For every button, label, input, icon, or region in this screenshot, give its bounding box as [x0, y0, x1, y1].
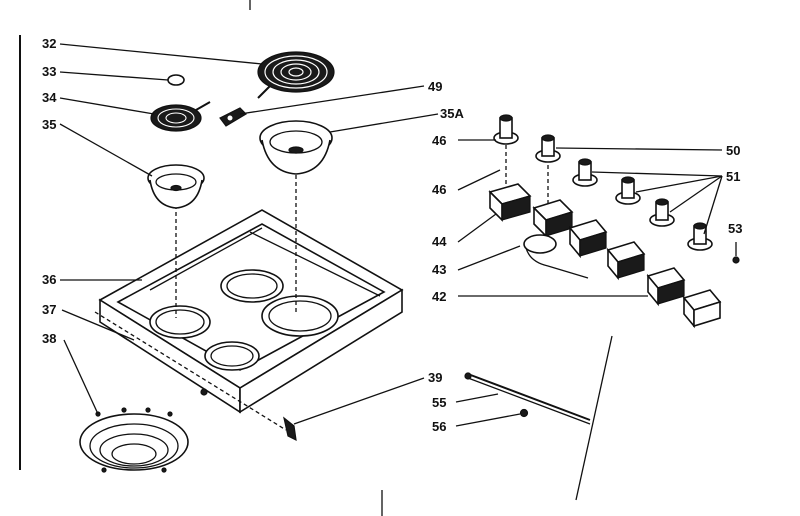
cooktop-frame	[98, 209, 404, 414]
callout-labels: 32 33 34 35 36 37 38 49 35A 46 46 44 43 …	[42, 36, 742, 434]
callout-44: 44	[432, 234, 447, 249]
control-switch-knob-5	[649, 198, 675, 227]
diagonal-guide-line	[575, 335, 613, 501]
control-switch-knob-4	[615, 176, 641, 205]
callout-34: 34	[42, 90, 57, 105]
switch-body-6	[682, 289, 722, 329]
control-switch-knob-1	[493, 114, 519, 145]
small-surface-element	[150, 101, 211, 132]
support-rod	[464, 372, 591, 425]
callout-50: 50	[726, 143, 740, 158]
element-receptacle	[219, 107, 247, 127]
small-drip-pan	[147, 164, 205, 209]
callout-42: 42	[432, 289, 446, 304]
callout-33: 33	[42, 64, 56, 79]
reflector-bowl	[79, 407, 189, 473]
large-surface-element	[257, 51, 335, 99]
control-switch-knob-3	[572, 158, 598, 187]
callout-32: 32	[42, 36, 56, 51]
callout-53: 53	[728, 221, 742, 236]
callout-46-lower: 46	[432, 182, 446, 197]
callout-51: 51	[726, 169, 740, 184]
callout-37: 37	[42, 302, 56, 317]
switch-body-4	[606, 241, 646, 281]
screw	[732, 242, 740, 264]
frame-clip	[283, 416, 297, 442]
callout-56: 56	[432, 419, 446, 434]
callout-35: 35	[42, 117, 56, 132]
switch-body-5	[646, 267, 686, 307]
callout-38: 38	[42, 331, 56, 346]
control-switch-knob-2	[535, 134, 561, 163]
callout-39: 39	[428, 370, 442, 385]
switch-body-3	[568, 219, 608, 259]
callout-55: 55	[432, 395, 446, 410]
control-switch-knob-6	[687, 222, 713, 251]
switch-body-1	[488, 183, 532, 222]
leader-lines	[59, 43, 723, 427]
switch-body-2	[532, 199, 574, 238]
callout-49: 49	[428, 79, 442, 94]
large-drip-pan	[259, 120, 333, 175]
callout-46-top: 46	[432, 133, 446, 148]
element-center-cap	[167, 74, 185, 86]
callout-43: 43	[432, 262, 446, 277]
wire-harness	[523, 234, 589, 279]
callout-35a: 35A	[440, 106, 464, 121]
callout-36: 36	[42, 272, 56, 287]
